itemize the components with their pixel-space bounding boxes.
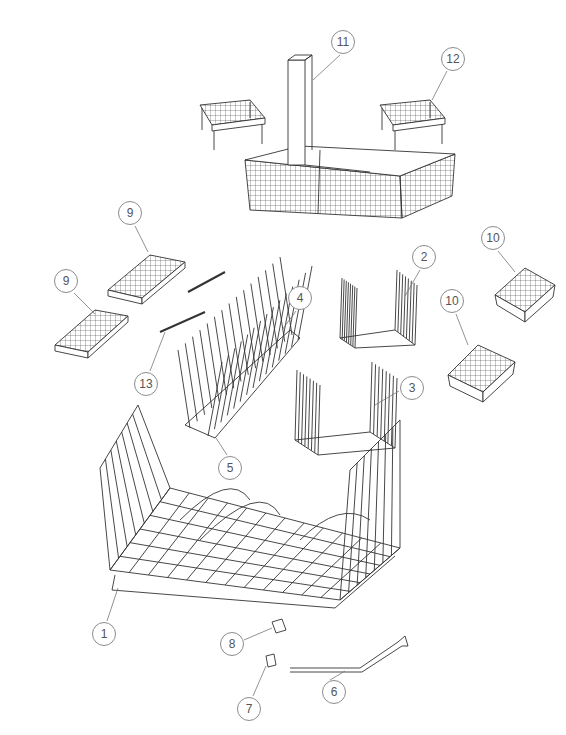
wire-stroke [111,450,127,547]
wire-stroke [355,288,357,348]
wire-stroke [295,370,297,440]
callout-number: 11 [337,36,349,48]
callout-number: 1 [101,628,108,640]
wire-stroke [116,441,135,535]
wire-stroke [377,367,379,437]
wire-stroke [120,556,350,591]
wire-stroke [133,414,162,500]
wire-stroke [391,427,392,555]
clip-part [266,654,276,667]
callout-number: 2 [421,251,428,263]
wire-stroke [357,456,364,585]
cup-shelf [108,255,185,304]
wire-stroke [404,276,406,336]
callout-circle: 10 [481,226,505,250]
callout-circle: 11 [331,30,355,54]
callout-number: 10 [445,295,458,307]
wire-stroke [130,543,360,583]
wire-stroke [315,383,317,453]
wire-stroke [302,374,304,444]
wire-stroke [415,285,417,345]
wire-stroke [308,379,310,449]
wire-stroke [409,281,411,341]
wire-stroke [370,362,372,432]
wire-stroke [305,376,307,446]
wire-stroke [366,449,372,578]
callout-number: 5 [227,462,234,474]
callout-circle: 12 [441,47,465,71]
callout-circle: 13 [134,372,158,396]
callout-number: 8 [229,638,236,650]
wire-stroke [388,373,390,443]
callout-circle: 9 [118,201,142,225]
callout-circle: 9 [54,269,78,293]
small-holder [495,268,555,322]
wire-stroke [374,441,378,570]
wire-stroke [346,282,348,342]
wire-stroke [395,270,397,330]
wire-stroke [384,371,386,441]
cup-shelf [55,310,128,358]
callout-number: 12 [446,53,459,65]
wire-stroke [122,432,145,523]
callout-number: 13 [139,378,152,390]
wire-stroke [353,287,355,347]
wire-stroke [342,279,344,339]
wire-stroke [401,274,403,334]
callout-circle: 2 [412,245,436,269]
wire-stroke [340,278,342,338]
callout-circle: 7 [237,697,261,721]
wire-stroke [349,463,358,593]
small-holder [448,345,515,402]
callout-circle: 1 [92,622,116,646]
leader-lines [74,55,515,696]
clip-part [272,619,286,633]
callout-number: 9 [63,275,70,287]
callout-circle: 10 [440,289,464,313]
callout-circle: 4 [288,286,312,310]
wire-stroke [349,284,351,344]
wire-stroke [381,369,383,439]
callout-number: 3 [409,382,416,394]
callout-number: 7 [246,703,253,715]
wire-stroke [298,372,300,442]
wire-stroke [344,281,346,341]
callout-number: 9 [127,207,134,219]
wire-stroke [398,272,400,332]
wire-stroke [383,434,386,563]
wire-stroke [374,364,376,434]
callout-circle: 3 [400,376,424,400]
lower-basket [100,405,400,608]
wire-stroke [140,529,370,574]
wire-stroke [318,385,320,455]
wire-stroke [351,285,353,345]
basket-lid-right [380,100,445,150]
wire-stroke [412,283,414,343]
tine-rack-base [185,330,300,438]
wire-stroke [150,515,380,565]
tines [178,257,417,455]
rail-bar [290,636,408,672]
basket-lid-left [200,100,265,150]
wire-stroke [105,459,118,558]
callout-circle: 5 [218,456,242,480]
cutlery-basket [245,55,455,218]
callout-number: 4 [297,292,304,304]
callout-circle: 6 [322,680,346,704]
wire-stroke [311,381,313,451]
wire-stroke [395,378,397,448]
callout-circle: 8 [220,632,244,656]
wire-stroke [406,279,408,339]
tine-rack-base [295,432,395,455]
wire-stroke [160,502,390,557]
callout-number: 6 [331,686,338,698]
callout-number: 10 [486,232,499,244]
